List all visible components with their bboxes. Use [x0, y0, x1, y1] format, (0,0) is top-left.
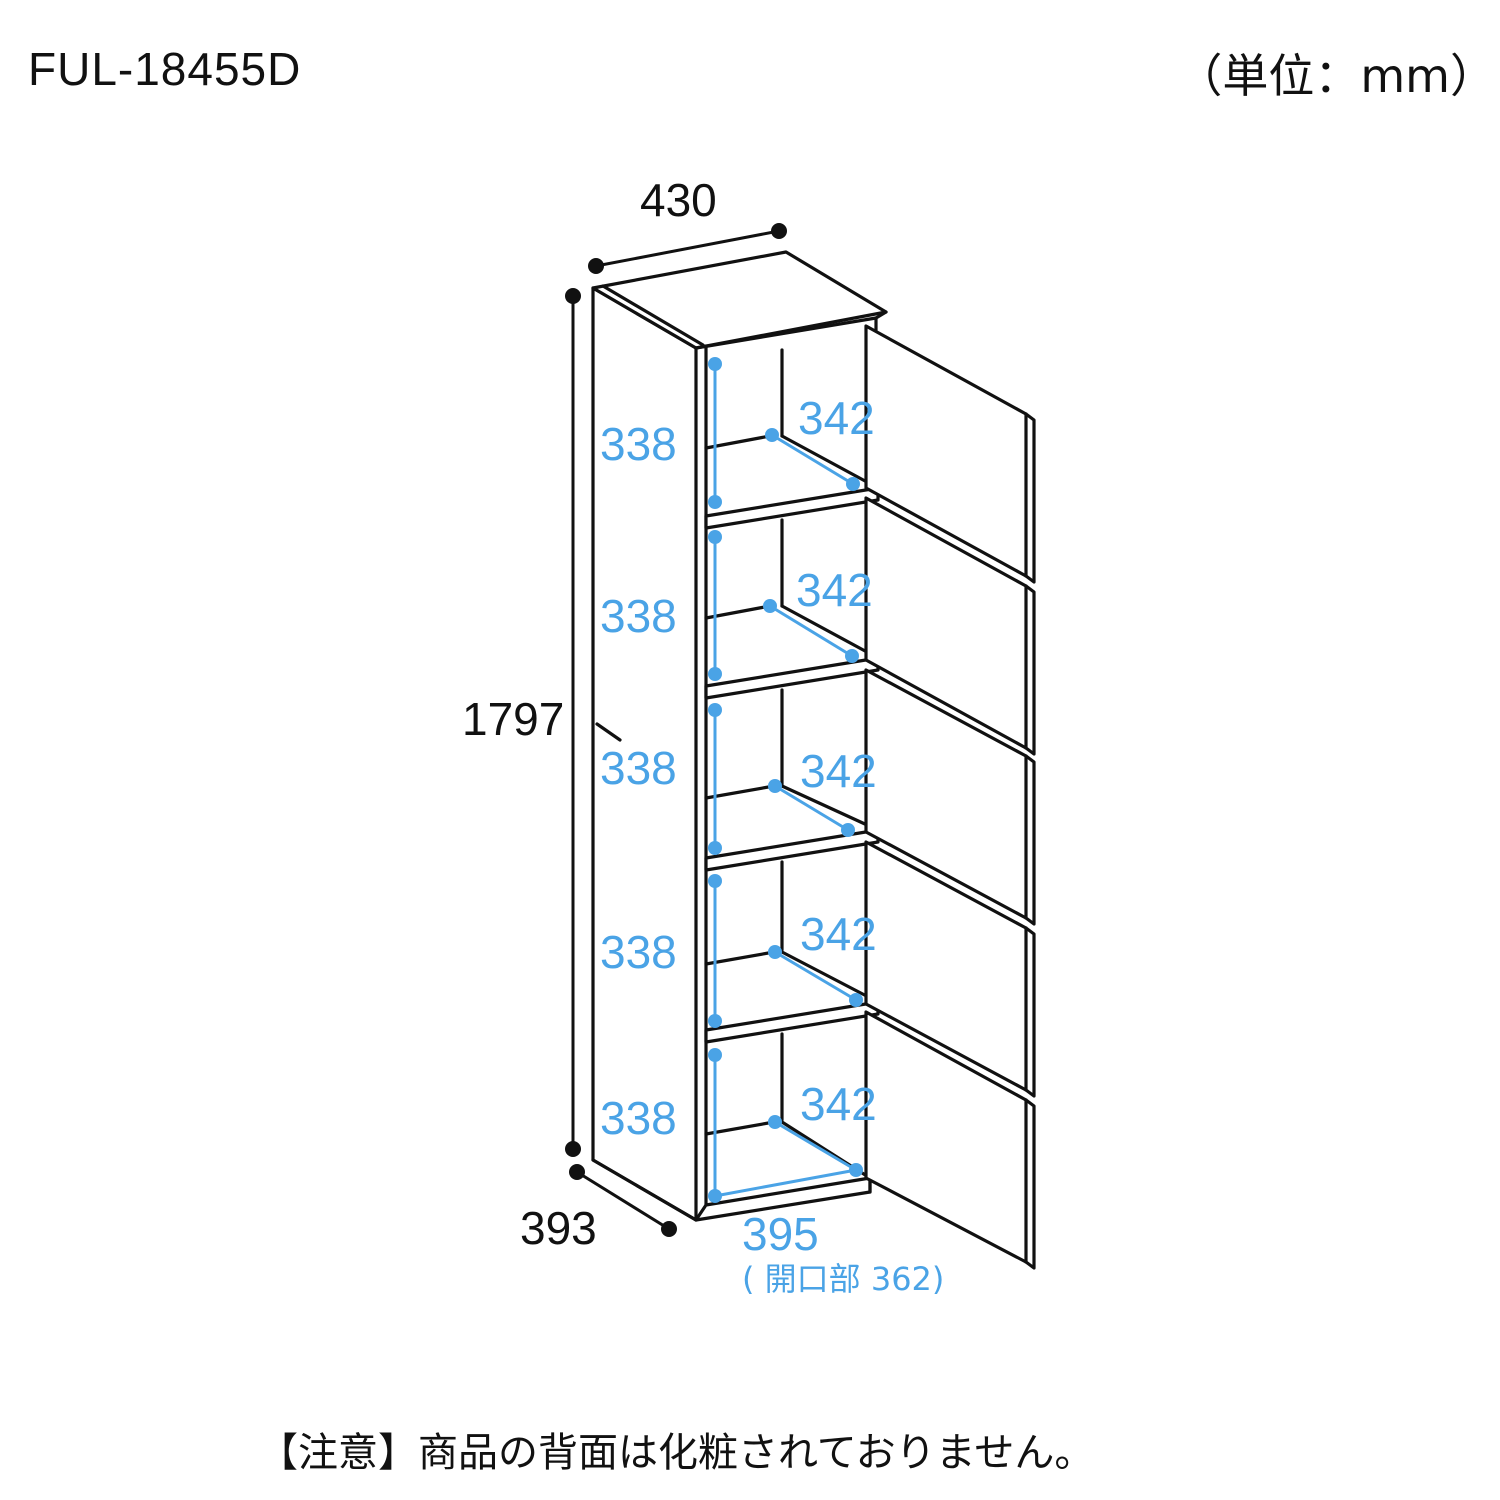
height-label: 1797	[462, 693, 564, 745]
width-label: 430	[640, 174, 717, 226]
inner-dimensions: 338 342 338 342 338 342 338 342 338 342 …	[600, 357, 944, 1298]
compartment-4-height: 338	[600, 926, 677, 978]
model-number: FUL-18455D	[28, 43, 302, 95]
shelves	[704, 348, 880, 1180]
compartment-5-height: 338	[600, 1092, 677, 1144]
inner-width-label: 395	[742, 1208, 819, 1260]
compartment-3-depth: 342	[800, 745, 877, 797]
outer-dimensions: 430 1797 393	[462, 174, 787, 1254]
compartment-4-depth: 342	[800, 908, 877, 960]
cabinet-body	[591, 250, 888, 1222]
compartment-1-depth: 342	[798, 392, 875, 444]
compartment-1-height: 338	[600, 418, 677, 470]
compartment-2-height: 338	[600, 590, 677, 642]
compartment-3-height: 338	[600, 742, 677, 794]
doors	[864, 324, 1036, 1270]
unit-label: （単位：mm）	[1176, 49, 1496, 103]
opening-width-note: ( 開口部 362)	[742, 1260, 944, 1298]
back-panel-note: 【注意】商品の背面は化粧されておりません。	[258, 1430, 1095, 1476]
depth-label: 393	[520, 1202, 597, 1254]
compartment-2-depth: 342	[796, 564, 873, 616]
compartment-5-depth: 342	[800, 1078, 877, 1130]
